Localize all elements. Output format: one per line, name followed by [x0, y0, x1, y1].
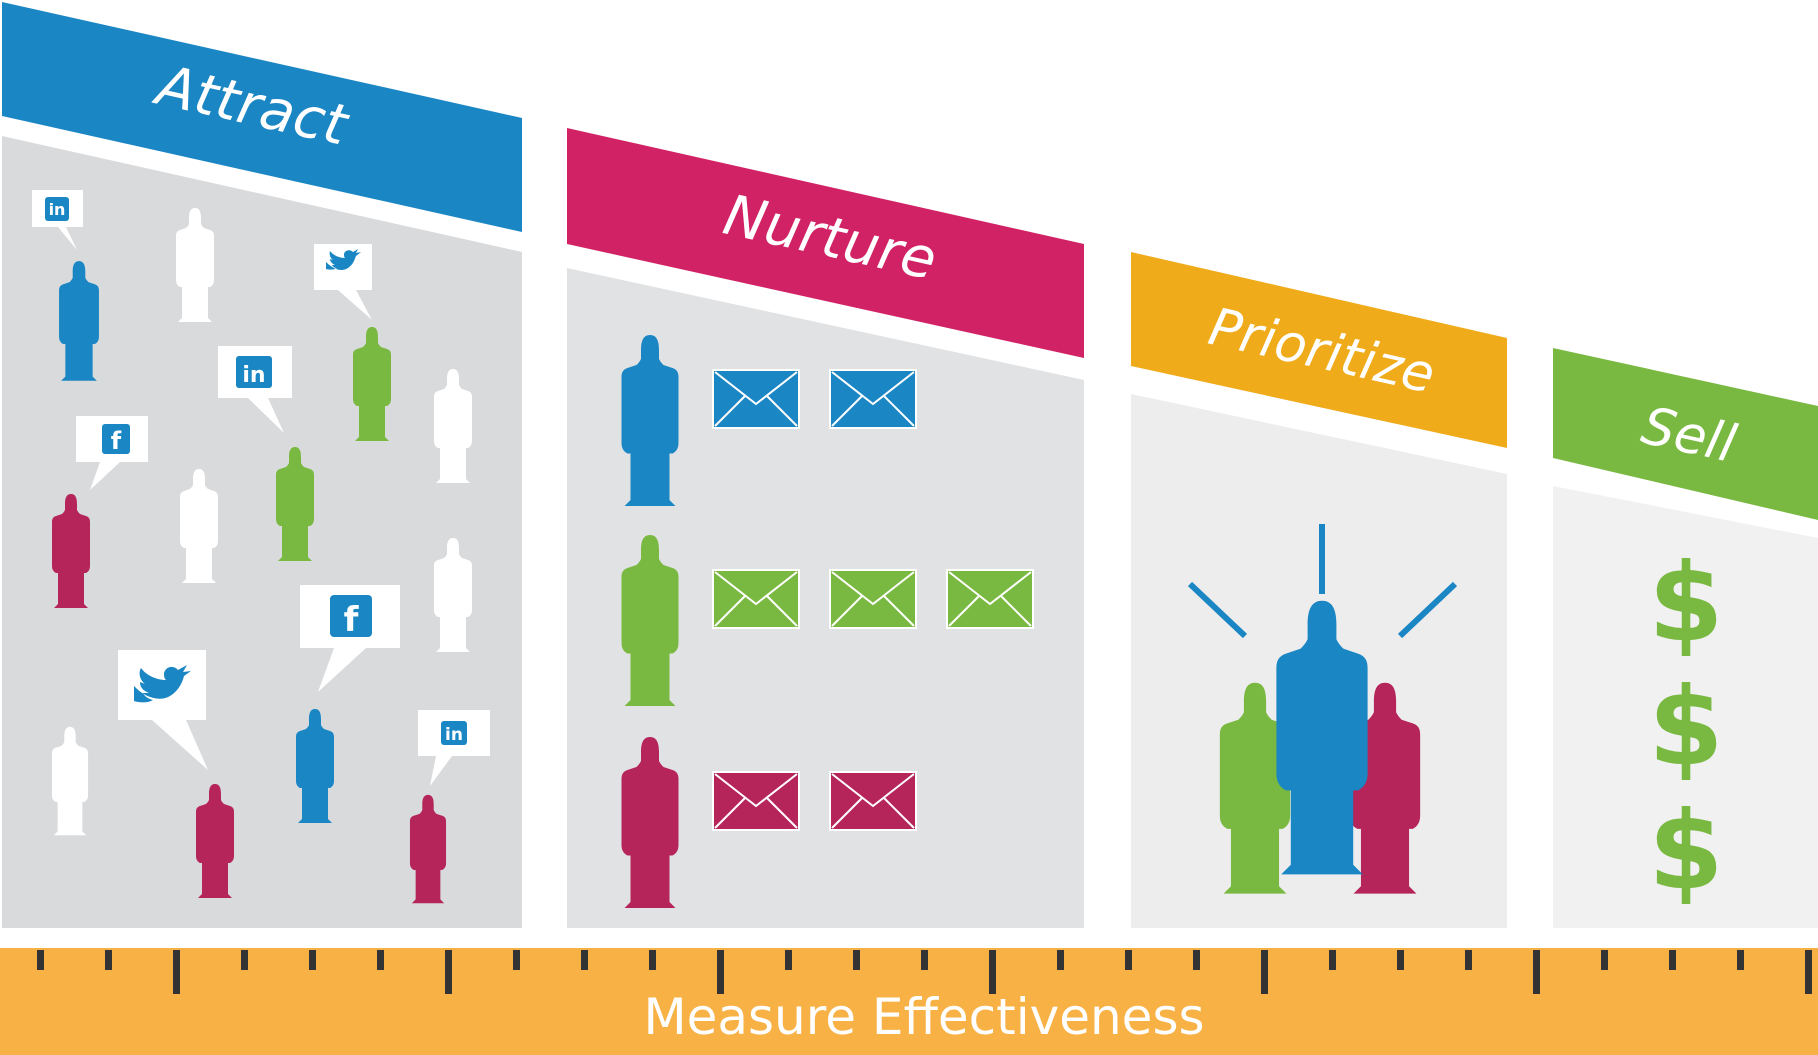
ruler-tick — [1329, 950, 1336, 970]
ruler-tick — [1261, 950, 1268, 994]
facebook-bubble: f — [300, 585, 400, 692]
linkedin-glyph: in — [242, 363, 265, 388]
prioritize-banner: Prioritize — [1131, 252, 1507, 448]
envelope-icon — [712, 771, 800, 831]
linkedin-icon — [45, 197, 69, 221]
ruler-label: Measure Effectiveness — [643, 988, 1204, 1046]
linkedin-bubble: in — [32, 190, 83, 250]
linkedin-icon — [236, 356, 272, 388]
ruler-tick — [717, 950, 724, 994]
facebook-icon — [330, 595, 372, 637]
highlight-ray — [1397, 581, 1458, 639]
ruler-bar — [0, 948, 1818, 1055]
ruler-tick — [1601, 950, 1608, 970]
facebook-bubble: f — [76, 416, 148, 490]
ruler-tick — [649, 950, 656, 970]
ruler-tick — [1397, 950, 1404, 970]
ruler-ticks — [37, 950, 1812, 994]
nurture-row — [621, 535, 1034, 706]
linkedin-icon — [441, 721, 467, 745]
ruler-tick — [173, 950, 180, 994]
facebook-glyph: f — [111, 427, 122, 455]
ruler-tick — [105, 950, 112, 970]
ruler-tick — [1737, 950, 1744, 970]
ruler-tick — [241, 950, 248, 970]
ruler-tick — [853, 950, 860, 970]
ruler-tick — [1057, 950, 1064, 970]
attract-panel — [2, 136, 522, 928]
nurture-panel — [567, 268, 1084, 928]
ruler-tick — [989, 950, 996, 994]
dollar-sign-icon: $ — [1648, 789, 1723, 914]
envelope-icon — [829, 569, 917, 629]
ruler-tick — [581, 950, 588, 970]
attract-crowd: in in f f — [32, 190, 490, 904]
sell-banner: Sell — [1553, 348, 1818, 520]
ruler-tick — [1533, 950, 1540, 994]
facebook-glyph: f — [344, 600, 360, 640]
ruler-tick — [785, 950, 792, 970]
highlight-ray — [1187, 581, 1248, 639]
nurture-row — [621, 335, 917, 506]
ruler-tick — [1125, 950, 1132, 970]
ruler-tick — [1193, 950, 1200, 970]
twitter-bubble — [314, 244, 372, 320]
twitter-icon — [134, 665, 191, 703]
facebook-icon — [102, 424, 130, 454]
ruler-tick — [1669, 950, 1676, 970]
ruler-tick — [921, 950, 928, 970]
ruler-tick — [309, 950, 316, 970]
nurture-rows — [621, 335, 1034, 908]
sell-dollars: $$$ — [1648, 541, 1723, 914]
ruler-tick — [513, 950, 520, 970]
ruler-tick — [37, 950, 44, 970]
dollar-sign-icon: $ — [1648, 665, 1723, 790]
envelope-icon — [712, 569, 800, 629]
prioritize-group — [1187, 524, 1458, 894]
ruler-tick — [1805, 950, 1812, 994]
ruler-tick — [377, 950, 384, 970]
dollar-sign-icon: $ — [1648, 541, 1723, 666]
linkedin-glyph: in — [49, 200, 66, 219]
envelope-icon — [829, 771, 917, 831]
measure-ruler: Measure Effectiveness — [0, 948, 1818, 1055]
twitter-bubble — [118, 650, 208, 770]
linkedin-bubble: in — [218, 346, 292, 433]
envelope-icon — [712, 369, 800, 429]
ruler-tick — [445, 950, 452, 994]
linkedin-glyph: in — [445, 725, 463, 745]
envelope-icon — [829, 369, 917, 429]
twitter-icon — [326, 249, 361, 270]
envelope-icon — [946, 569, 1034, 629]
linkedin-bubble: in — [418, 710, 490, 786]
ruler-tick — [1465, 950, 1472, 970]
sell-panel — [1553, 486, 1818, 928]
nurture-row — [621, 737, 917, 908]
